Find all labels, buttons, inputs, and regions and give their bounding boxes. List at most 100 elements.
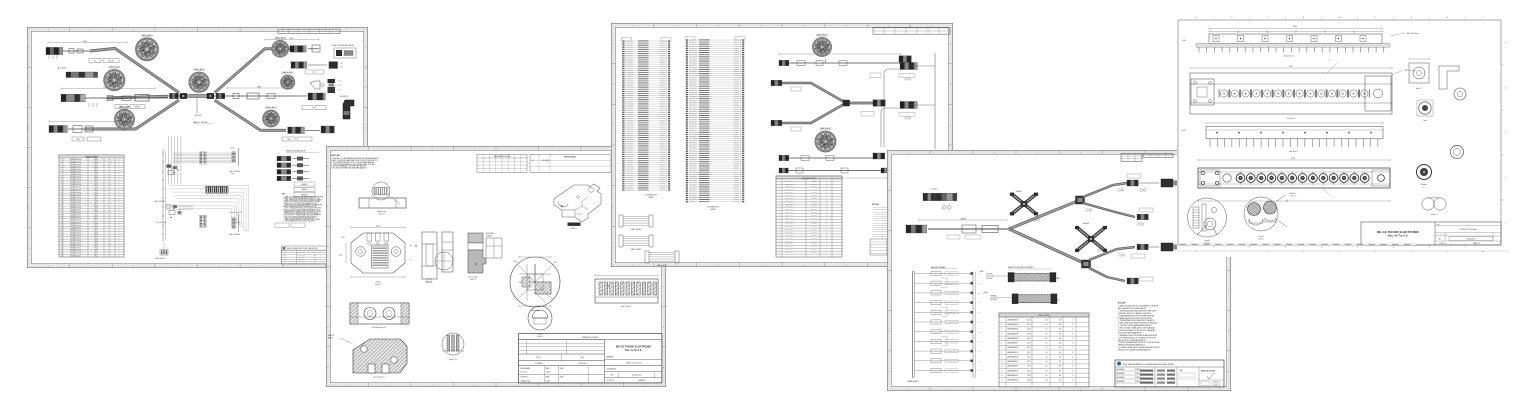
- svg-text:5. KESKIN KENARLAR 0.2x45 PAH: 5. KESKIN KENARLAR 0.2x45 PAH KIRILACAKT…: [331, 165, 368, 168]
- svg-text:1: 1: [1505, 223, 1507, 225]
- svg-text:KABLO H05V-K: KABLO H05V-K: [785, 248, 794, 251]
- svg-text:F: F: [1375, 17, 1377, 19]
- svg-text:A: A: [1339, 16, 1341, 19]
- svg-text:1: 1: [119, 245, 120, 247]
- svg-text:KABLO H05V-K: KABLO H05V-K: [785, 217, 794, 220]
- svg-text:2 m: 2 m: [108, 187, 110, 189]
- svg-text:1.50: 1.50: [1045, 343, 1048, 345]
- svg-text:ADET: ADET: [313, 251, 316, 254]
- svg-text:8: 8: [908, 153, 909, 155]
- svg-text:Detay C 2:1: Detay C 2:1: [449, 358, 457, 361]
- svg-text:SH-24: SH-24: [94, 182, 98, 184]
- svg-text:12: 12: [1072, 370, 1074, 372]
- svg-text:14: 14: [61, 192, 63, 194]
- svg-text:1: 1: [119, 172, 120, 174]
- svg-text:ME-GE TEKNIK ELEKTRONIK - CABL: ME-GE TEKNIK ELEKTRONIK - CABLE FORM: [287, 247, 318, 250]
- svg-text:KABLO H05V-K: KABLO H05V-K: [785, 219, 794, 222]
- svg-text:20: 20: [61, 207, 63, 209]
- svg-text:DETAYI: DETAYI: [710, 208, 716, 211]
- svg-text:D: D: [950, 125, 952, 127]
- svg-text:mt: mt: [826, 211, 828, 214]
- svg-text:5: 5: [474, 149, 475, 151]
- svg-text:GRI-SARI 0.50 mm: GRI-SARI 0.50 mm: [70, 247, 81, 250]
- svg-text:12: 12: [1072, 352, 1074, 354]
- svg-text:AD: AD: [1059, 342, 1061, 345]
- svg-text:LAMBA ARMATUR: LAMBA ARMATUR: [1007, 332, 1018, 335]
- svg-text:0.50 mm2: 0.50 mm2: [811, 189, 817, 191]
- svg-text:LAMBA ARMATUR: LAMBA ARMATUR: [1007, 369, 1018, 372]
- svg-text:GRI-SARI 0.50 mm: GRI-SARI 0.50 mm: [70, 193, 81, 196]
- svg-text:H05V-K 1.5: H05V-K 1.5: [948, 283, 954, 285]
- svg-text:2 m: 2 m: [108, 174, 110, 176]
- svg-text:1: 1: [119, 169, 120, 171]
- svg-text:8: 8: [410, 259, 411, 261]
- svg-text:LAMBA ARMATUR: LAMBA ARMATUR: [1007, 323, 1018, 326]
- svg-text:9. TUM MALZEMELER RoHS UYUMLU: 9. TUM MALZEMELER RoHS UYUMLU OLACAKTIR.: [284, 220, 316, 223]
- svg-text:6. BU CIZIM ILGILI STANDARTLAR: 6. BU CIZIM ILGILI STANDARTLARA GORE YOR…: [284, 213, 322, 216]
- svg-text:7: 7: [779, 198, 780, 200]
- svg-text:x KABLO TEST EDILECEK: x KABLO TEST EDILECEK: [872, 228, 887, 231]
- svg-text:1: 1: [119, 179, 120, 181]
- svg-text:11: 11: [779, 209, 781, 211]
- svg-text:4: 4: [1339, 251, 1341, 253]
- svg-text:GRI-SARI 0.50 mm: GRI-SARI 0.50 mm: [70, 186, 81, 189]
- svg-text:x KABLO TEST EDILECEK: x KABLO TEST EDILECEK: [872, 219, 887, 222]
- svg-text:mt: mt: [826, 205, 828, 208]
- svg-text:B.AE301: B.AE301: [1083, 222, 1089, 225]
- svg-text:ME-GE TEKNIK ELEKTRONIK: ME-GE TEKNIK ELEKTRONIK: [616, 346, 651, 349]
- svg-text:CABLE ASSY: CABLE ASSY: [820, 127, 832, 130]
- svg-text:mt: mt: [826, 222, 828, 225]
- svg-text:1.50: 1.50: [1045, 333, 1048, 335]
- svg-text:KABLO LISTESI: KABLO LISTESI: [85, 155, 98, 158]
- svg-text:GRI-SARI 0.50 mm: GRI-SARI 0.50 mm: [70, 234, 81, 237]
- svg-text:Scale 2:1: Scale 2:1: [571, 228, 577, 230]
- svg-text:KODU: KODU: [283, 254, 287, 256]
- svg-text:Arka Goru 1:2: Arka Goru 1:2: [1290, 150, 1299, 153]
- svg-text:0.50 mm2: 0.50 mm2: [811, 235, 817, 237]
- svg-text:9: 9: [779, 203, 780, 205]
- svg-text:15: 15: [779, 220, 781, 222]
- svg-text:1: 1: [119, 159, 120, 161]
- svg-text:KABLO H05V-K: KABLO H05V-K: [785, 194, 794, 197]
- svg-text:8: 8: [908, 389, 909, 391]
- svg-text:1.50: 1.50: [1045, 357, 1048, 359]
- svg-text:SUREKLILIGI OLCULEREK DOGRULAN: SUREKLILIGI OLCULEREK DOGRULANACAKTIR. T…: [284, 202, 317, 205]
- svg-text:2 m: 2 m: [108, 232, 110, 234]
- svg-text:2 m: 2 m: [108, 253, 110, 255]
- svg-text:6: 6: [1001, 343, 1002, 345]
- svg-text:A3: A3: [611, 374, 613, 377]
- svg-text:1: 1: [320, 252, 321, 254]
- svg-text:2 m: 2 m: [108, 194, 110, 196]
- svg-text:26: 26: [779, 252, 781, 254]
- svg-text:Govde: Govde: [376, 282, 381, 284]
- svg-text:Detay 1:1: Detay 1:1: [1421, 186, 1426, 189]
- svg-text:LAMBA ARMATUR: LAMBA ARMATUR: [1007, 356, 1018, 359]
- svg-text:12: 12: [61, 187, 63, 189]
- svg-text:CW-31: CW-31: [1027, 375, 1031, 377]
- svg-text:Scale 2:1: Scale 2:1: [470, 279, 476, 281]
- svg-text:KABLO H05V-K: KABLO H05V-K: [785, 251, 794, 254]
- svg-text:SH-24: SH-24: [94, 194, 98, 196]
- svg-text:Scale 2:1: Scale 2:1: [375, 284, 381, 286]
- svg-text:0.50 mm2: 0.50 mm2: [811, 181, 817, 183]
- svg-text:MONTAJLI: MONTAJLI: [486, 232, 494, 235]
- svg-text:102-001-014: 102-001-014: [298, 261, 305, 263]
- svg-text:GORSEL KONTROL YAPILACAKTIR. U: GORSEL KONTROL YAPILACAKTIR. UYGUNSUZLUK…: [284, 212, 319, 215]
- svg-text:+L AE302: +L AE302: [1015, 190, 1022, 193]
- svg-text:2 m: 2 m: [108, 172, 110, 174]
- svg-text:GRI-SARI 0.50 mm: GRI-SARI 0.50 mm: [70, 173, 81, 176]
- svg-text:1: 1: [1001, 320, 1002, 322]
- svg-text:0.50 mm2: 0.50 mm2: [811, 223, 817, 225]
- svg-text:2 m: 2 m: [108, 199, 110, 201]
- svg-text:SH-24: SH-24: [94, 174, 98, 176]
- svg-text:GRI-SARI 0.50 mm: GRI-SARI 0.50 mm: [70, 214, 81, 217]
- svg-text:4: 4: [779, 189, 780, 191]
- svg-text:2 m: 2 m: [108, 250, 110, 252]
- svg-text:X2 KONNEKTOR: X2 KONNEKTOR: [707, 207, 720, 209]
- svg-text:SH-24: SH-24: [94, 245, 98, 247]
- svg-text:A: A: [327, 366, 329, 369]
- svg-text:Bolum Goru 1:2: Bolum Goru 1:2: [1284, 55, 1295, 58]
- svg-text:AD: AD: [1059, 369, 1061, 372]
- svg-text:1: 1: [1447, 251, 1449, 253]
- svg-text:B: B: [28, 208, 30, 210]
